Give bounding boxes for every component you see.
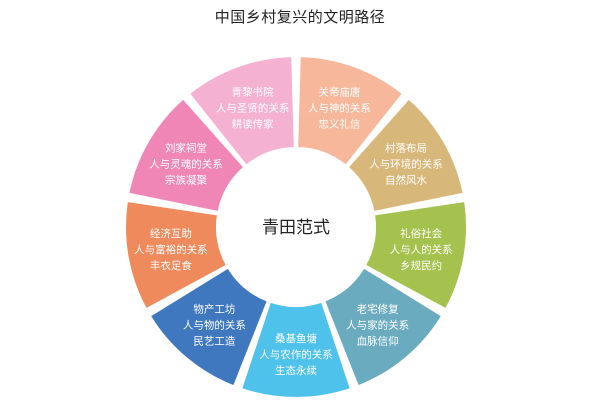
segment-relation: 人与圣贤的关系 (216, 102, 290, 115)
segment-value: 血脉信仰 (357, 334, 399, 347)
segment-value: 忠义礼信 (318, 118, 360, 131)
segment-label: 青黎书院 (232, 86, 274, 99)
segment-shape (366, 202, 466, 308)
center-circle (221, 152, 371, 302)
segment-relation: 人与富裕的关系 (134, 243, 208, 256)
diagram-title: 中国乡村复兴的文明路径 (214, 8, 386, 26)
segment-value: 丰衣足食 (150, 259, 192, 272)
segment-relation: 人与神的关系 (308, 102, 371, 115)
segment-shape (325, 268, 441, 386)
segment-value: 自然风水 (385, 174, 427, 187)
segment-relation: 人与农作的关系 (259, 348, 333, 361)
segment-label: 礼俗社会 (400, 227, 442, 240)
segment-label: 刘家祠堂 (165, 142, 207, 155)
segment-value: 耕读传家 (232, 118, 274, 131)
segment-label: 物产工坊 (193, 302, 235, 315)
segment-label: 桑基鱼塘 (275, 332, 317, 345)
segment-shape (126, 202, 226, 308)
segment-value: 民艺工造 (193, 334, 235, 347)
segment-shape (349, 99, 463, 211)
segment-label: 经济互助 (150, 227, 192, 240)
segment-relation: 人与家的关系 (346, 318, 409, 331)
segment-shape (190, 57, 294, 165)
segment-shape (242, 302, 350, 397)
segment-relation: 人与灵魂的关系 (149, 158, 223, 171)
segment-shape (298, 57, 402, 165)
segment-shape (151, 268, 267, 386)
segment-value: 生态永续 (275, 364, 317, 377)
segment-label: 村落布局 (385, 142, 427, 155)
segment-relation: 人与物的关系 (183, 318, 246, 331)
segment-relation: 人与环境的关系 (369, 158, 443, 171)
segment-label: 老宅修复 (357, 302, 399, 315)
segment-shape (129, 99, 243, 211)
wheel-segments: 关帝庙唐人与神的关系忠义礼信村落布局人与环境的关系自然风水礼俗社会人与人的关系乡… (126, 57, 466, 397)
segment-value: 乡规民约 (400, 259, 442, 272)
segment-relation: 人与人的关系 (390, 243, 453, 256)
segment-label: 关帝庙唐 (318, 86, 360, 99)
center-label: 青田范式 (262, 218, 330, 238)
segment-value: 宗族凝聚 (165, 174, 207, 187)
